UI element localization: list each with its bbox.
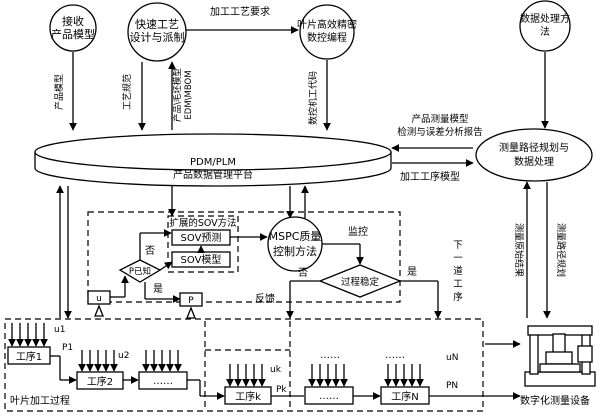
data-method-label: 数据处理方法 (520, 12, 570, 38)
meas-raw-label: 测量原始结果 (513, 223, 525, 277)
p-box-label: P (188, 296, 194, 306)
nc-code-label: 数控机工代码 (307, 71, 319, 125)
u2-label: u2 (118, 351, 129, 361)
cmm-table (539, 363, 581, 373)
procn-label: 工序N (391, 390, 418, 403)
sov-region (87, 211, 401, 303)
ext-sov-box (167, 215, 239, 273)
pn-label: PN (446, 381, 458, 391)
yes-label-2: 是 (407, 266, 417, 278)
proc-model-right-label: 加工工序模型 (400, 170, 460, 183)
pdm-platform-top (34, 133, 392, 171)
proc1-group (8, 323, 48, 347)
receive-model-circle (49, 4, 97, 52)
proc-model-label: 产品\毛坯模型EDM\MBOM (172, 68, 194, 122)
meas-path-label: 测量路径规划与数据处理 (499, 141, 569, 168)
no-label-2: 否 (298, 267, 308, 279)
process-req-label: 加工工艺要求 (210, 6, 270, 18)
dots1-inputs (142, 350, 182, 372)
dots1-label: …… (153, 376, 173, 387)
proc2-inputs (78, 350, 118, 372)
dots-mid-label-2: …… (385, 350, 405, 361)
u-up-arrow (94, 304, 104, 317)
u1-label: u1 (54, 325, 65, 335)
fast-process-label: 快速工艺设计与派制 (130, 18, 185, 44)
blade-process-label: 叶片加工过程 (10, 394, 70, 407)
data-method-circle (519, 0, 571, 52)
dots-mid-label-1: …… (320, 350, 340, 361)
monitor-label: 监控 (348, 225, 368, 238)
process-stable-label: 过程稳定 (341, 276, 380, 288)
receive-model-label: 接收产品模型 (51, 14, 95, 41)
mspc-circle (267, 216, 323, 272)
meas-device-label: 数字化测量设备 (520, 394, 590, 407)
blade-nc-label: 叶片高效精密数控编程 (297, 18, 357, 44)
u-box-label: u (96, 294, 102, 304)
blade-nc-circle (299, 4, 355, 60)
p-known-label: P已知 (129, 266, 151, 277)
p-up-arrow (186, 306, 196, 319)
prock-inputs (226, 364, 266, 387)
sov-predict-label: SOV预测 (181, 231, 222, 244)
p1-label: P1 (62, 343, 73, 353)
next-proc-label: 下一道工序 (453, 240, 463, 303)
cmm-probe-head (545, 351, 573, 365)
pk-label: Pk (276, 385, 287, 395)
meas-report-label: 产品测量模型检测与误差分析报告 (397, 113, 483, 138)
fast-process-circle (127, 2, 187, 62)
ext-sov-label: 扩展的SOV方法 (169, 217, 236, 229)
p-known-to-sov-arrow (159, 261, 173, 271)
process-stable-diamond (318, 264, 402, 298)
procn-inputs (384, 364, 424, 387)
proc2-label: 工序2 (87, 375, 113, 388)
feedback-label: 反馈 (255, 292, 275, 305)
product-model-label: 产品模型 (53, 74, 65, 110)
dots2-label: …… (319, 391, 339, 402)
no-label-1: 否 (145, 245, 155, 257)
cmm-machine-icon (524, 325, 596, 387)
meas-path-plan-label: 测量路径规划 (555, 223, 567, 277)
uk-label: uk (270, 365, 282, 375)
proc1-label: 工序1 (16, 350, 42, 363)
cmm-controller (577, 345, 593, 363)
p-known-diamond (118, 259, 162, 283)
sov-model-label: SOV模型 (181, 253, 222, 266)
mspc-label: MSPC质量控制方法 (269, 230, 322, 258)
un-label: uN (446, 353, 458, 363)
meas-path-ellipse (475, 128, 593, 182)
blade-process-region (4, 318, 484, 412)
process-spec-label: 工艺规范 (121, 74, 133, 110)
dots2-inputs (308, 364, 348, 387)
yes-label-1: 是 (153, 283, 163, 295)
prock-label: 工序k (235, 390, 261, 403)
cmm-left-pillar (529, 331, 539, 375)
